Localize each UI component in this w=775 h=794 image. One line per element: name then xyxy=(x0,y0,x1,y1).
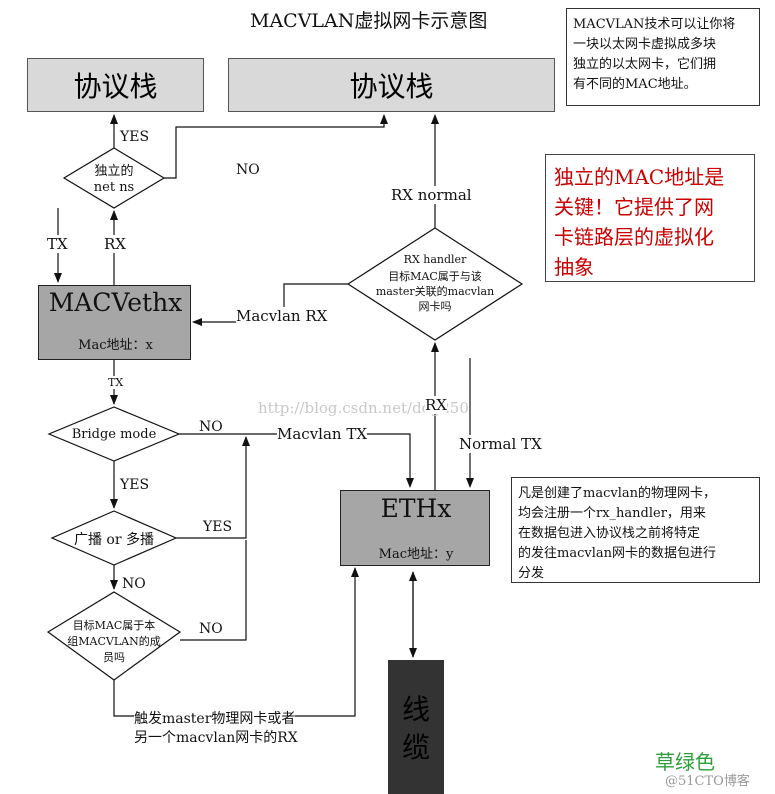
netns-decision-line-2: net ns xyxy=(93,180,135,195)
bridge-decision-label: Bridge mode xyxy=(71,427,157,442)
ethx-note-line-5: 分发 xyxy=(518,566,545,581)
yes-label-bcast: YES xyxy=(203,519,233,535)
ethx-name: ETHx xyxy=(380,494,452,523)
member-line-3: 员吗 xyxy=(103,651,125,664)
note-line-3: 独立的以太网卡，它们拥 xyxy=(573,57,717,72)
no-label-member: NO xyxy=(199,621,223,637)
member-line-2: 组MACVLAN的成 xyxy=(67,635,161,648)
key-note-box: 独立的MAC地址是 关键！它提供了网 卡链路层的虚拟化 抽象 xyxy=(545,154,755,282)
diagram-title: MACVLAN虚拟网卡示意图 xyxy=(250,10,488,32)
site-badge: @51CTO博客 xyxy=(665,774,750,789)
key-line-1: 独立的MAC地址是 xyxy=(554,165,725,189)
cable-line-2: 缆 xyxy=(401,731,430,764)
ethx-note-line-3: 在数据包进入协议栈之前将特定 xyxy=(518,526,701,541)
macvethx-box: MACVethx Mac地址：x xyxy=(38,285,191,360)
rxhandler-line-1: RX handler xyxy=(403,253,467,266)
note-line-1: MACVLAN技术可以让你将 xyxy=(573,17,736,32)
rx-normal-label: RX normal xyxy=(391,186,472,204)
ethx-mac: Mac地址：y xyxy=(378,547,454,562)
macvlan-rx-label: Macvlan RX xyxy=(236,307,328,325)
trigger-line-2: 另一个macvlan网卡的RX xyxy=(134,730,298,746)
rxhandler-line-3: master关联的macvlan xyxy=(375,285,495,298)
cable-line-1: 线 xyxy=(401,693,430,726)
protocol-stack-right-label: 协议栈 xyxy=(349,70,434,103)
ethx-box: ETHx Mac地址：y xyxy=(340,490,490,566)
protocol-stack-left: 协议栈 xyxy=(27,58,204,112)
rxhandler-line-2: 目标MAC属于与该 xyxy=(388,270,482,283)
rx-label-ethx: RX xyxy=(425,396,447,414)
no-label-bcast: NO xyxy=(122,576,146,592)
rx-label-left: RX xyxy=(104,235,126,253)
normal-tx-label: Normal TX xyxy=(459,435,542,453)
member-line-1: 目标MAC属于本 xyxy=(72,619,156,632)
blog-watermark: http://blog.csdn.net/dog250 xyxy=(258,399,469,417)
key-line-2: 关键！它提供了网 xyxy=(554,195,714,219)
bcast-decision-label: 广播 or 多播 xyxy=(73,532,155,548)
cable-box: 线 缆 xyxy=(388,660,444,794)
netns-decision-line-1: 独立的 xyxy=(94,164,134,179)
yes-label-bridge: YES xyxy=(120,477,150,493)
ethx-note-line-1: 凡是创建了macvlan的物理网卡， xyxy=(518,486,716,501)
trigger-line-1: 触发master物理网卡或者 xyxy=(134,708,296,728)
key-line-4: 抽象 xyxy=(554,255,594,279)
no-label-bridge: NO xyxy=(199,419,223,435)
macvethx-name: MACVethx xyxy=(48,288,183,317)
yes-label-netns: YES xyxy=(120,129,150,145)
macvlan-tx-label: Macvlan TX xyxy=(277,425,368,443)
note-line-2: 一块以太网卡虚拟成多块 xyxy=(573,37,717,52)
tx-label-left: TX xyxy=(47,235,68,253)
protocol-stack-left-label: 协议栈 xyxy=(73,70,158,103)
protocol-stack-right: 协议栈 xyxy=(228,58,555,112)
ethx-note-line-2: 均会注册一个rx_handler，用来 xyxy=(518,506,706,521)
ethx-note-box: 凡是创建了macvlan的物理网卡， 均会注册一个rx_handler，用来 在… xyxy=(511,477,760,583)
note-line-4: 有不同的MAC地址。 xyxy=(573,77,697,92)
ethx-note-line-4: 的发往macvlan网卡的数据包进行 xyxy=(518,546,716,561)
macvethx-mac: Mac地址：x xyxy=(78,338,153,353)
green-color-label: 草绿色 xyxy=(655,750,715,774)
no-label-netns: NO xyxy=(236,162,260,178)
tx-small-label: TX xyxy=(108,376,124,389)
rxhandler-line-4: 网卡吗 xyxy=(418,300,452,313)
key-line-3: 卡链路层的虚拟化 xyxy=(554,225,714,249)
macvlan-note-box: MACVLAN技术可以让你将 一块以太网卡虚拟成多块 独立的以太网卡，它们拥 有… xyxy=(566,8,760,106)
